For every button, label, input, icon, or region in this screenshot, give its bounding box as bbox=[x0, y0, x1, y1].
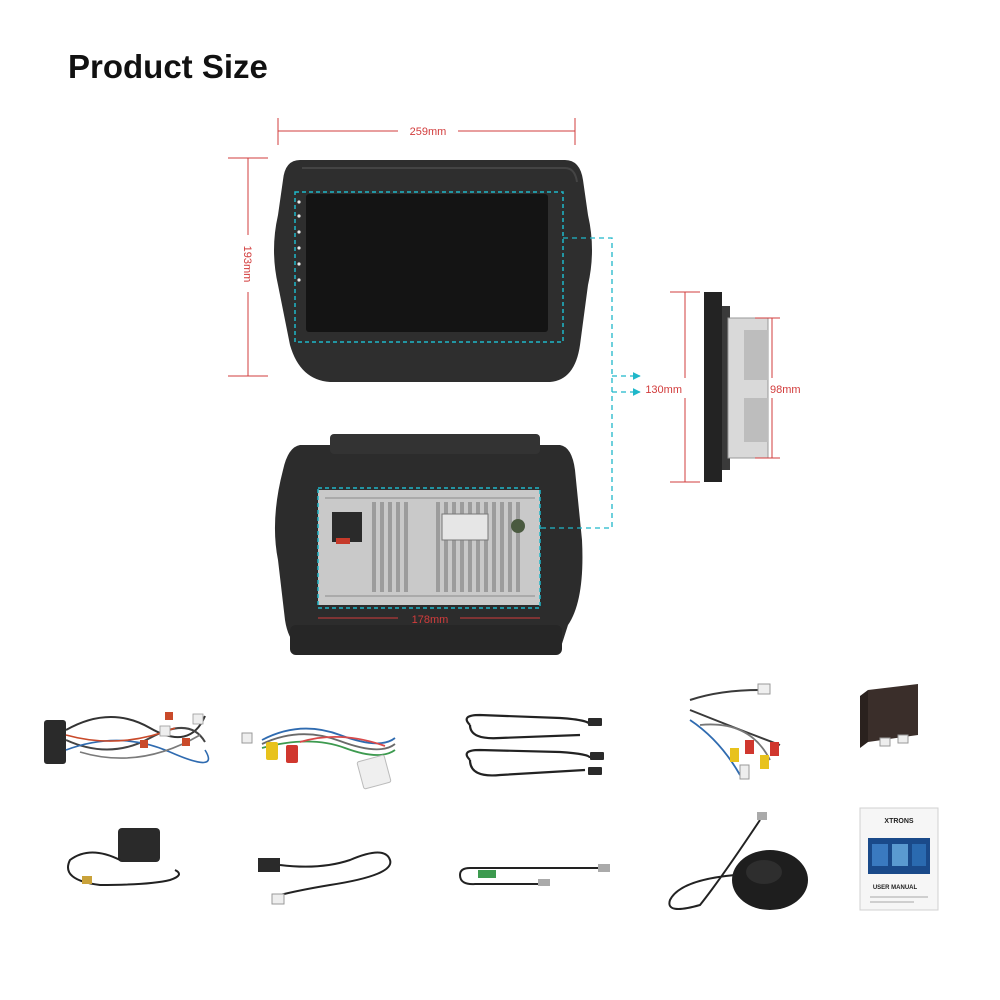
accessory-gps-antenna bbox=[67, 828, 180, 887]
depth-front-label: 130mm bbox=[645, 384, 682, 396]
head-unit-back-view bbox=[274, 434, 583, 655]
chassis-width-label: 178mm bbox=[412, 614, 449, 626]
accessory-power-harness bbox=[44, 712, 210, 764]
depth-back-label: 98mm bbox=[770, 384, 801, 396]
manual-title: USER MANUAL bbox=[873, 885, 918, 891]
manual-brand: XTRONS bbox=[884, 818, 914, 825]
accessory-canbus-box bbox=[860, 684, 918, 748]
page-title: Product Size bbox=[68, 48, 268, 85]
accessory-user-manual: XTRONS USER MANUAL bbox=[859, 807, 939, 911]
side-buttons bbox=[297, 200, 301, 282]
width-dimension: 259mm bbox=[277, 118, 576, 145]
accessory-rca-cable bbox=[241, 727, 396, 790]
height-dimension: 193mm bbox=[228, 157, 268, 377]
head-unit-front-view bbox=[274, 160, 592, 382]
accessory-steering-cable bbox=[258, 851, 392, 905]
height-label: 193mm bbox=[241, 246, 253, 283]
chassis-width-dimension: 178mm bbox=[318, 614, 540, 626]
antenna-port bbox=[511, 519, 525, 533]
depth-back-dimension: 98mm bbox=[755, 317, 801, 459]
accessory-usb-cables bbox=[465, 713, 604, 777]
accessory-av-cable bbox=[689, 683, 781, 780]
accessory-microphone bbox=[668, 812, 808, 910]
depth-front-dimension: 130mm bbox=[645, 291, 700, 483]
screen bbox=[306, 194, 548, 332]
chassis bbox=[318, 490, 540, 605]
width-label: 259mm bbox=[410, 126, 447, 138]
iso-connector bbox=[332, 512, 362, 542]
head-unit-side-view bbox=[704, 292, 769, 482]
accessory-radio-adapter bbox=[459, 864, 610, 886]
guide-lines bbox=[540, 237, 641, 529]
